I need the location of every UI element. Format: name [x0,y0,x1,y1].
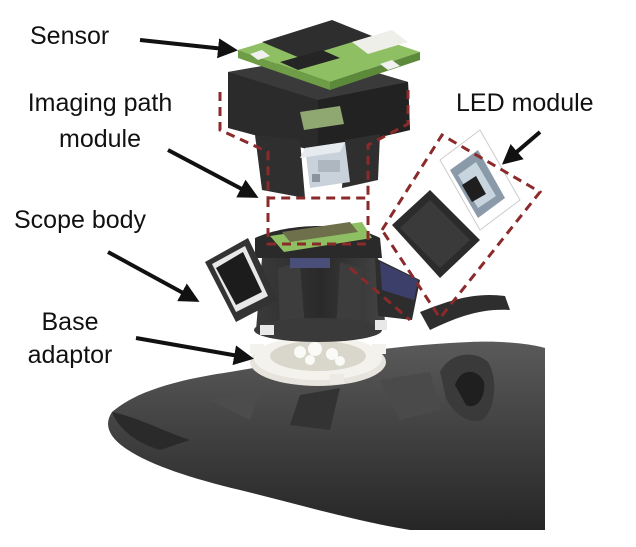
base-adaptor-label-line1: Base [41,308,99,336]
imaging-path-label-line1: Imaging path [27,89,173,117]
sensor-label: Sensor [30,22,110,50]
led-module-model [392,129,521,278]
scope-arrow [107,250,200,302]
imaging-path-label-line2: module [59,125,141,153]
scope-body-model [205,222,420,342]
led-module-label: LED module [456,89,594,117]
base-arrow [135,336,254,366]
sensor-arrow [139,38,238,59]
imaging-module-lower-outline [266,198,370,246]
imaging-module-dashed-outline [218,88,410,200]
led-module-dashed-outline [380,132,543,321]
imaging-arrow [167,148,259,198]
base-adaptor-model [250,336,386,386]
sensor-model [238,20,420,90]
led-arrow [501,130,542,165]
mouse-model [108,294,545,530]
scope-body-label: Scope body [14,206,147,234]
led-path-dashed-line [349,266,411,322]
base-adaptor-label-line2: adaptor [27,341,113,369]
